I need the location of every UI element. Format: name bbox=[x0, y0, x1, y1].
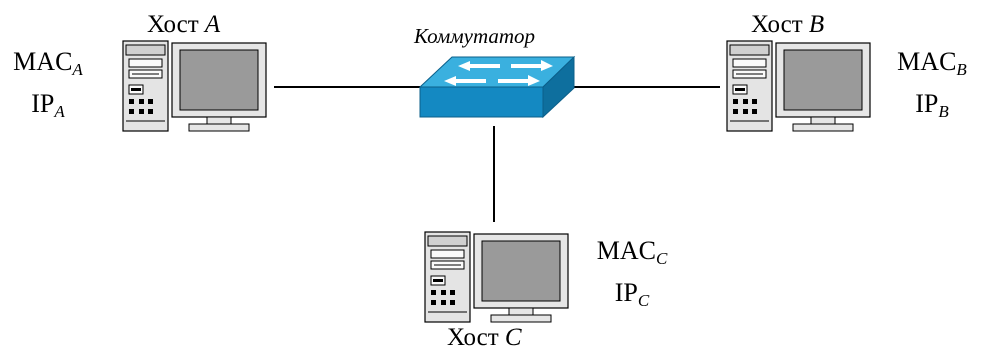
host-b-title: Хост B bbox=[751, 11, 825, 38]
host-c-mac: MACC bbox=[596, 236, 668, 268]
host-a-mac: MACA bbox=[13, 47, 83, 79]
host-a-title: Хост A bbox=[147, 11, 221, 38]
host-a-ip: IPA bbox=[31, 89, 65, 121]
host-b-ip: IPB bbox=[915, 89, 949, 121]
host-b-mac: MACB bbox=[897, 47, 967, 79]
switch-label: Коммутатор bbox=[414, 24, 536, 48]
host-b-address: MACB IPB bbox=[890, 45, 974, 129]
host-a-address: MACA IPA bbox=[6, 45, 90, 129]
host-c-address: MACC IPC bbox=[590, 234, 674, 318]
host-c-ip: IPC bbox=[614, 278, 650, 310]
computer-b-icon bbox=[726, 40, 871, 132]
host-c-title: Хост C bbox=[447, 324, 522, 351]
computer-a-icon bbox=[122, 40, 267, 132]
computer-c-icon bbox=[424, 231, 569, 323]
switch-icon bbox=[418, 55, 576, 119]
